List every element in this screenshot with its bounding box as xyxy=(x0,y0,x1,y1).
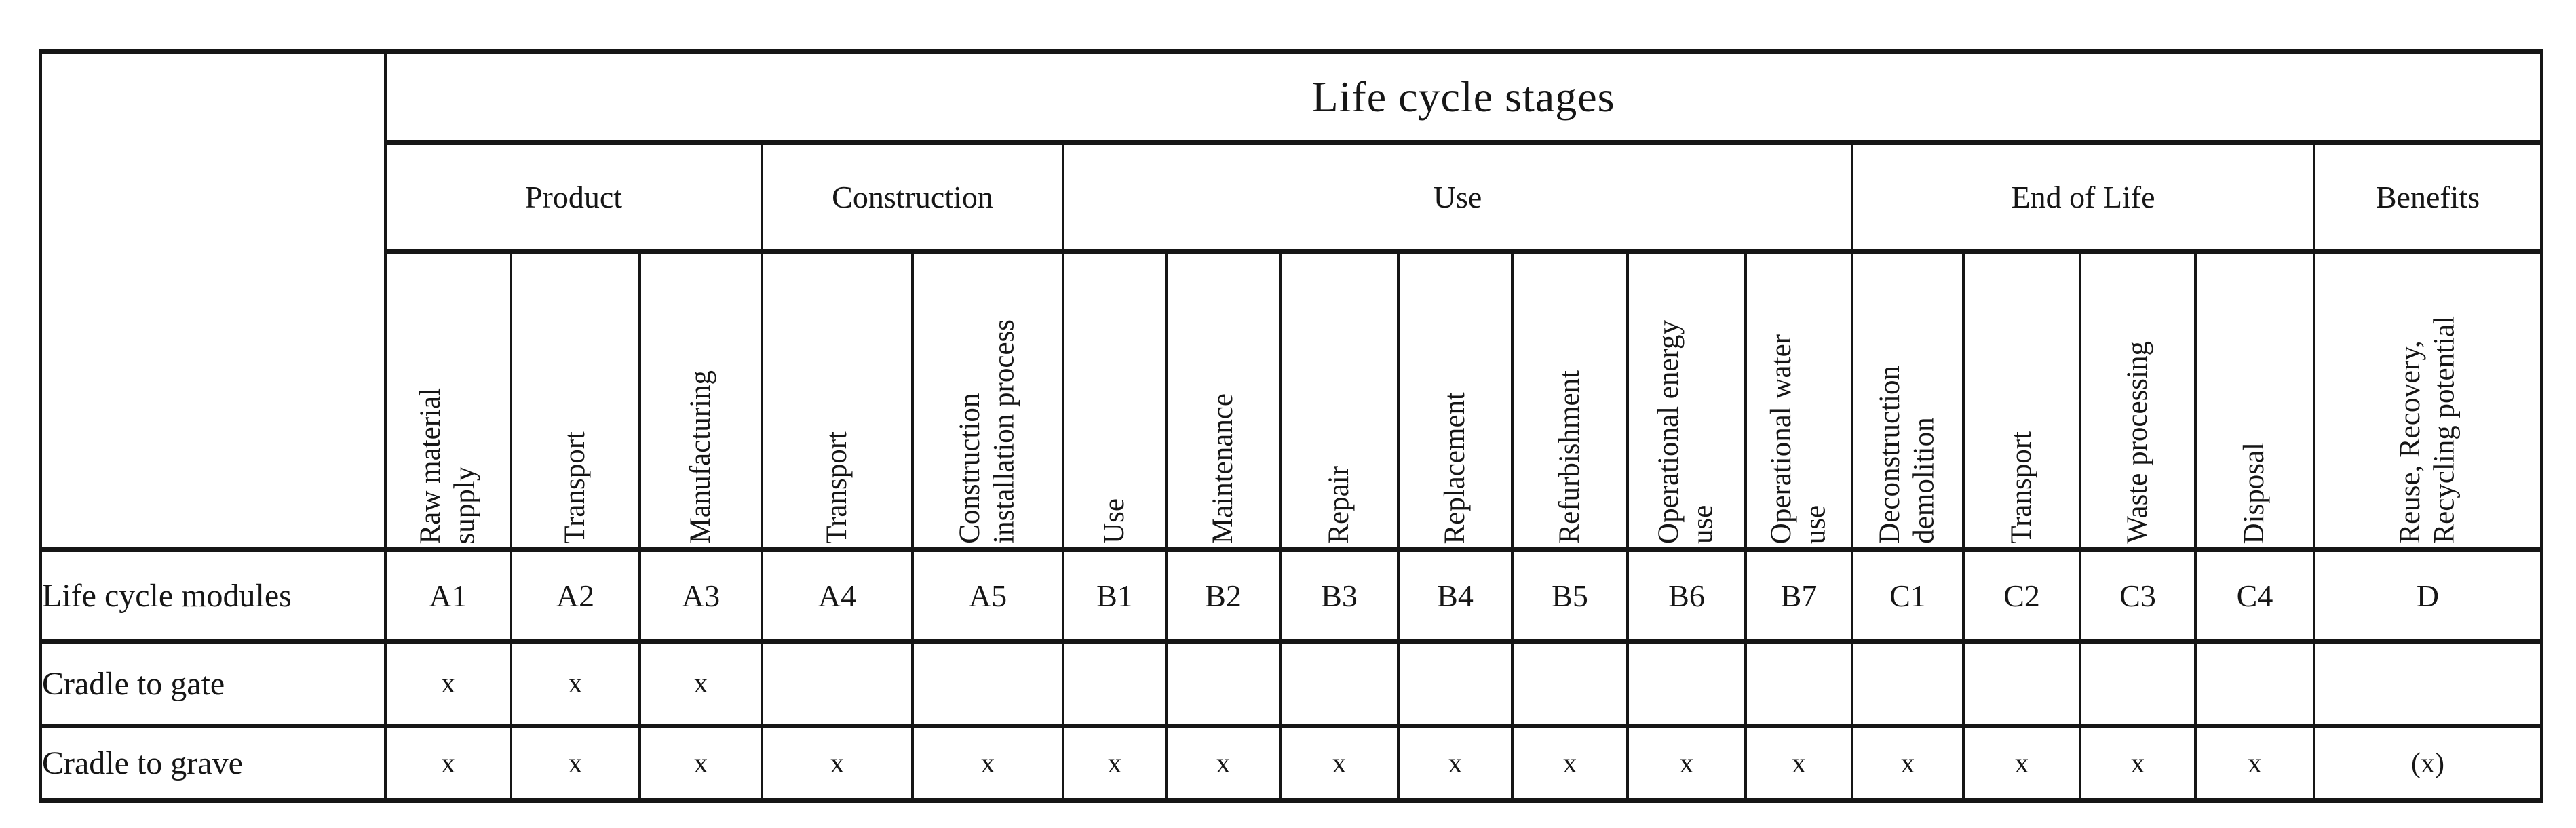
column-header-raw-material-supply: Raw material supply xyxy=(384,249,512,552)
gate-mark-a1: x xyxy=(384,639,512,728)
gate-mark-b7 xyxy=(1744,639,1853,728)
rotated-label: Manufacturing xyxy=(684,370,716,544)
module-code-a2: A2 xyxy=(510,547,641,644)
grave-mark-a4: x xyxy=(761,724,914,803)
module-code-c4: C4 xyxy=(2194,547,2315,644)
gate-mark-b2 xyxy=(1165,639,1282,728)
gate-mark-a3: x xyxy=(638,639,763,728)
gate-mark-b5 xyxy=(1511,639,1629,728)
gate-mark-c3 xyxy=(2079,639,2197,728)
module-code-b5: B5 xyxy=(1511,547,1629,644)
gate-mark-c1 xyxy=(1851,639,1965,728)
column-header-manufacturing: Manufacturing xyxy=(638,249,763,552)
column-header-operational-energy-use: Operational energy use xyxy=(1626,249,1747,552)
module-code-a1: A1 xyxy=(384,547,512,644)
rotated-label: Reuse, Recovery, Recycling potential xyxy=(2394,316,2461,544)
group-header-use: Use xyxy=(1062,140,1853,254)
column-header-maintenance: Maintenance xyxy=(1165,249,1282,552)
column-header-construction-installation-process: Construction installation process xyxy=(911,249,1064,552)
rotated-label: Waste processing xyxy=(2121,341,2153,544)
gate-mark-b6 xyxy=(1626,639,1747,728)
row-header-cradle-to-gate: Cradle to gate xyxy=(39,639,387,728)
grave-mark-b6: x xyxy=(1626,724,1747,803)
grave-mark-d: (x) xyxy=(2313,724,2543,803)
rotated-label: Operational water use xyxy=(1765,334,1832,544)
gate-mark-b4 xyxy=(1397,639,1514,728)
grave-mark-b4: x xyxy=(1397,724,1514,803)
rotated-label: Use xyxy=(1098,498,1130,544)
rotated-label: Deconstruction demolition xyxy=(1874,366,1940,544)
column-header-reuse-recovery-recycling-potential: Reuse, Recovery, Recycling potential xyxy=(2313,249,2543,552)
grave-mark-a1: x xyxy=(384,724,512,803)
column-header-operational-water-use: Operational water use xyxy=(1744,249,1853,552)
column-header-refurbishment: Refurbishment xyxy=(1511,249,1629,552)
module-code-d: D xyxy=(2313,547,2543,644)
rotated-label: Raw material supply xyxy=(414,387,481,544)
module-code-b7: B7 xyxy=(1744,547,1853,644)
grave-mark-b3: x xyxy=(1279,724,1400,803)
column-header-transport-a2: Transport xyxy=(510,249,641,552)
module-code-b1: B1 xyxy=(1062,547,1168,644)
column-header-disposal: Disposal xyxy=(2194,249,2315,552)
grave-mark-c1: x xyxy=(1851,724,1965,803)
grave-mark-b2: x xyxy=(1165,724,1282,803)
rotated-label: Repair xyxy=(1322,466,1355,544)
column-header-transport-c2: Transport xyxy=(1962,249,2081,552)
life-cycle-stages-table: Life cycle stages Product Construction U… xyxy=(39,49,2543,803)
group-header-end-of-life: End of Life xyxy=(1851,140,2315,254)
gate-mark-a5 xyxy=(911,639,1064,728)
rotated-label: Construction installation process xyxy=(954,319,1020,544)
rotated-label: Maintenance xyxy=(1206,393,1239,544)
gate-mark-b3 xyxy=(1279,639,1400,728)
rotated-label: Operational energy use xyxy=(1653,320,1719,544)
module-code-c2: C2 xyxy=(1962,547,2081,644)
module-code-a3: A3 xyxy=(638,547,763,644)
module-code-c3: C3 xyxy=(2079,547,2197,644)
gate-mark-d xyxy=(2313,639,2543,728)
rotated-label: Transport xyxy=(558,431,591,544)
grave-mark-b1: x xyxy=(1062,724,1168,803)
column-header-transport-a4: Transport xyxy=(761,249,914,552)
grave-mark-c3: x xyxy=(2079,724,2197,803)
gate-mark-a4 xyxy=(761,639,914,728)
module-code-b4: B4 xyxy=(1397,547,1514,644)
group-header-construction: Construction xyxy=(761,140,1064,254)
grave-mark-b5: x xyxy=(1511,724,1629,803)
rotated-label: Refurbishment xyxy=(1553,370,1585,544)
grave-mark-a3: x xyxy=(638,724,763,803)
gate-mark-a2: x xyxy=(510,639,641,728)
gate-mark-b1 xyxy=(1062,639,1168,728)
grave-mark-b7: x xyxy=(1744,724,1853,803)
module-code-c1: C1 xyxy=(1851,547,1965,644)
column-header-waste-processing: Waste processing xyxy=(2079,249,2197,552)
gate-mark-c4 xyxy=(2194,639,2315,728)
column-header-deconstruction-demolition: Deconstruction demolition xyxy=(1851,249,1965,552)
rotated-label: Disposal xyxy=(2238,441,2271,545)
module-code-a5: A5 xyxy=(911,547,1064,644)
module-code-a4: A4 xyxy=(761,547,914,644)
grave-mark-a5: x xyxy=(911,724,1064,803)
module-code-b6: B6 xyxy=(1626,547,1747,644)
gate-mark-c2 xyxy=(1962,639,2081,728)
row-header-cradle-to-grave: Cradle to grave xyxy=(39,724,387,803)
group-header-benefits: Benefits xyxy=(2313,140,2543,254)
row-header-life-cycle-modules: Life cycle modules xyxy=(39,547,387,644)
table-title: Life cycle stages xyxy=(384,49,2543,145)
module-code-b2: B2 xyxy=(1165,547,1282,644)
grave-mark-c4: x xyxy=(2194,724,2315,803)
column-header-replacement: Replacement xyxy=(1397,249,1514,552)
column-header-use: Use xyxy=(1062,249,1168,552)
rotated-label: Replacement xyxy=(1438,391,1471,544)
top-left-empty-area xyxy=(39,49,387,552)
rotated-label: Transport xyxy=(2005,431,2037,544)
group-header-product: Product xyxy=(384,140,763,254)
module-code-b3: B3 xyxy=(1279,547,1400,644)
grave-mark-c2: x xyxy=(1962,724,2081,803)
grave-mark-a2: x xyxy=(510,724,641,803)
column-header-repair: Repair xyxy=(1279,249,1400,552)
rotated-label: Transport xyxy=(820,431,853,544)
